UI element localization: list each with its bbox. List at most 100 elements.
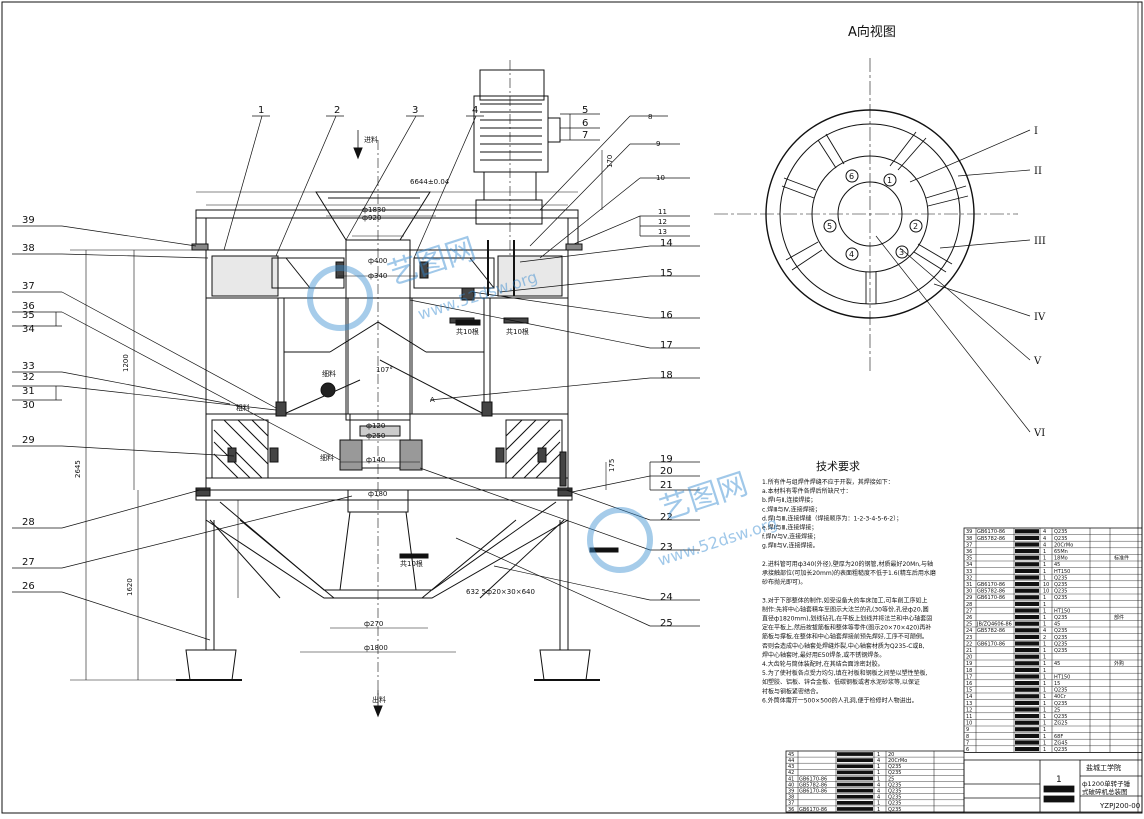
parts-cell: 12 <box>966 707 972 713</box>
parts-cell: Q235 <box>1054 589 1067 595</box>
callout-left: 28 <box>22 517 35 528</box>
callout-left: 34 <box>22 324 35 335</box>
parts-cell: Q235 <box>888 807 901 813</box>
parts-cell: Q235 <box>1054 747 1067 753</box>
parts-cell: 1 <box>1043 569 1046 575</box>
parts-cell: GB6170-86 <box>799 789 827 795</box>
dim-text: 175 <box>608 459 616 472</box>
parts-cell: 4 <box>1043 529 1046 535</box>
radial-ribs <box>781 131 969 304</box>
parts-cell: 37 <box>788 801 794 807</box>
view-number: 5 <box>827 222 832 231</box>
callout-left: 35 <box>22 310 35 321</box>
parts-cell: Q235 <box>1054 536 1067 542</box>
parts-cell: 26 <box>966 615 972 621</box>
parts-cell: 1 <box>1043 688 1046 694</box>
callout-right: 22 <box>660 512 673 523</box>
fine-label: 细料 <box>320 453 334 462</box>
callout-top: 6 <box>582 118 588 129</box>
parts-cell: 23 <box>966 635 972 641</box>
parts-cell: 1 <box>1043 602 1046 608</box>
tech-line: 1.所有件与组焊件焊缝不应于开裂，其焊接如下： <box>762 478 894 486</box>
parts-cell: 39 <box>788 789 794 795</box>
callout-left: 26 <box>22 581 35 592</box>
parts-cell: Q235 <box>888 795 901 801</box>
view-number: 1 <box>887 176 892 185</box>
parts-cell: 1 <box>877 764 880 770</box>
view-callout: I <box>1034 126 1038 137</box>
parts-cell: Q235 <box>1054 595 1067 601</box>
parts-cell: 1 <box>1043 714 1046 720</box>
section-labels: 进料 出料 粗料 细料 细料 A 共10根 共10根 共10根 6644±0.0… <box>74 135 616 704</box>
dim-text: 107° <box>376 366 393 374</box>
parts-cell: 18 <box>966 668 972 674</box>
parts-cell: 1 <box>1043 562 1046 568</box>
parts-cell: 20 <box>966 655 972 661</box>
dim-text: ф1800 <box>364 644 388 652</box>
parts-cell: 41 <box>788 776 794 782</box>
parts-cell: 18Mo <box>1054 556 1068 562</box>
parts-cell: Q235 <box>888 770 901 776</box>
parts-cell: GB6170-86 <box>799 807 827 813</box>
parts-cell: Q235 <box>888 764 901 770</box>
tech-line: 直径ф1820mm),划线钻孔,在平板上划线并将法兰和中心轴套固 <box>762 615 932 623</box>
parts-cell: Q235 <box>1054 582 1067 588</box>
parts-cell: 32 <box>966 575 972 581</box>
parts-cell: 31 <box>966 582 972 588</box>
callout-top: 9 <box>656 140 660 148</box>
parts-cell: 1 <box>1043 641 1046 647</box>
parts-cell: 10 <box>1043 582 1049 588</box>
parts-cell: Q235 <box>1054 641 1067 647</box>
parts-cell: GB5782-86 <box>977 628 1005 634</box>
parts-cell: GB6170-86 <box>977 595 1005 601</box>
parts-cell: 24 <box>966 628 972 634</box>
bolt-count: 共10根 <box>456 327 479 336</box>
dim-text: 1200 <box>122 354 130 372</box>
tech-line: 焊中心轴套时,最好用E50焊条,或不锈钢焊条。 <box>762 651 885 659</box>
fine-label: 细料 <box>322 369 336 378</box>
parts-cell: 65Mn <box>1054 549 1068 555</box>
discharge-cone <box>205 500 569 599</box>
callout-top: 2 <box>334 105 340 116</box>
parts-cell: 1 <box>1043 661 1046 667</box>
parts-cell: 1 <box>1043 707 1046 713</box>
parts-cell: 15 <box>1054 681 1060 687</box>
dim-text: ф270 <box>364 620 383 628</box>
parts-cell: Q235 <box>1054 635 1067 641</box>
dim-text: 170 <box>606 155 614 168</box>
watermark-brand: 艺图网 <box>384 232 480 293</box>
tech-line: 4.大齿轮与筒体装配时,在其结合面涂密封胶。 <box>762 660 884 668</box>
view-callout: II <box>1034 166 1042 177</box>
parts-cell: 7 <box>966 740 969 746</box>
tech-line: 砂布抛光即可)。 <box>762 578 806 586</box>
dim-text: ф120 <box>366 422 385 430</box>
parts-cell: 4 <box>877 758 880 764</box>
parts-cell: 35 <box>966 556 972 562</box>
tech-line: 定在平板上,然后按拔筋板和整体等零件(图示20×70×420)再补 <box>762 624 931 632</box>
parts-cell: 1 <box>1043 655 1046 661</box>
callout-top: 1 <box>258 105 264 116</box>
parts-cell: HT150 <box>1054 674 1070 680</box>
bolt-holes <box>823 169 923 261</box>
title-block-text: 盐城工学院 ф1200单转子锤 式破碎机总装图 YZPJ200-00 1 <box>1056 763 1140 810</box>
tech-line: 制作:先将中心轴套精车至图示大法兰的孔(30等份,孔径ф20,圆 <box>762 605 929 613</box>
parts-cell: 25 <box>1054 707 1060 713</box>
dim-text: ф340 <box>368 272 387 280</box>
callout-top: 5 <box>582 105 588 116</box>
parts-cell: 14 <box>966 694 972 700</box>
parts-cell: 1 <box>1043 648 1046 654</box>
callout-right: 23 <box>660 542 673 553</box>
parts-cell: 45 <box>1054 622 1060 628</box>
parts-cell: 15 <box>966 688 972 694</box>
left-leaders <box>12 225 353 641</box>
callout-top: 8 <box>648 113 652 121</box>
callout-right: 14 <box>660 238 673 249</box>
parts-cell: 1 <box>1043 575 1046 581</box>
view-callouts: I II III IV V VI <box>1033 126 1046 439</box>
feed-in-label: 进料 <box>364 135 378 144</box>
callout-left: 30 <box>22 400 35 411</box>
parts-cell: 13 <box>966 701 972 707</box>
parts-cell: 4 <box>1043 542 1046 548</box>
a-direction-view <box>714 58 1031 433</box>
